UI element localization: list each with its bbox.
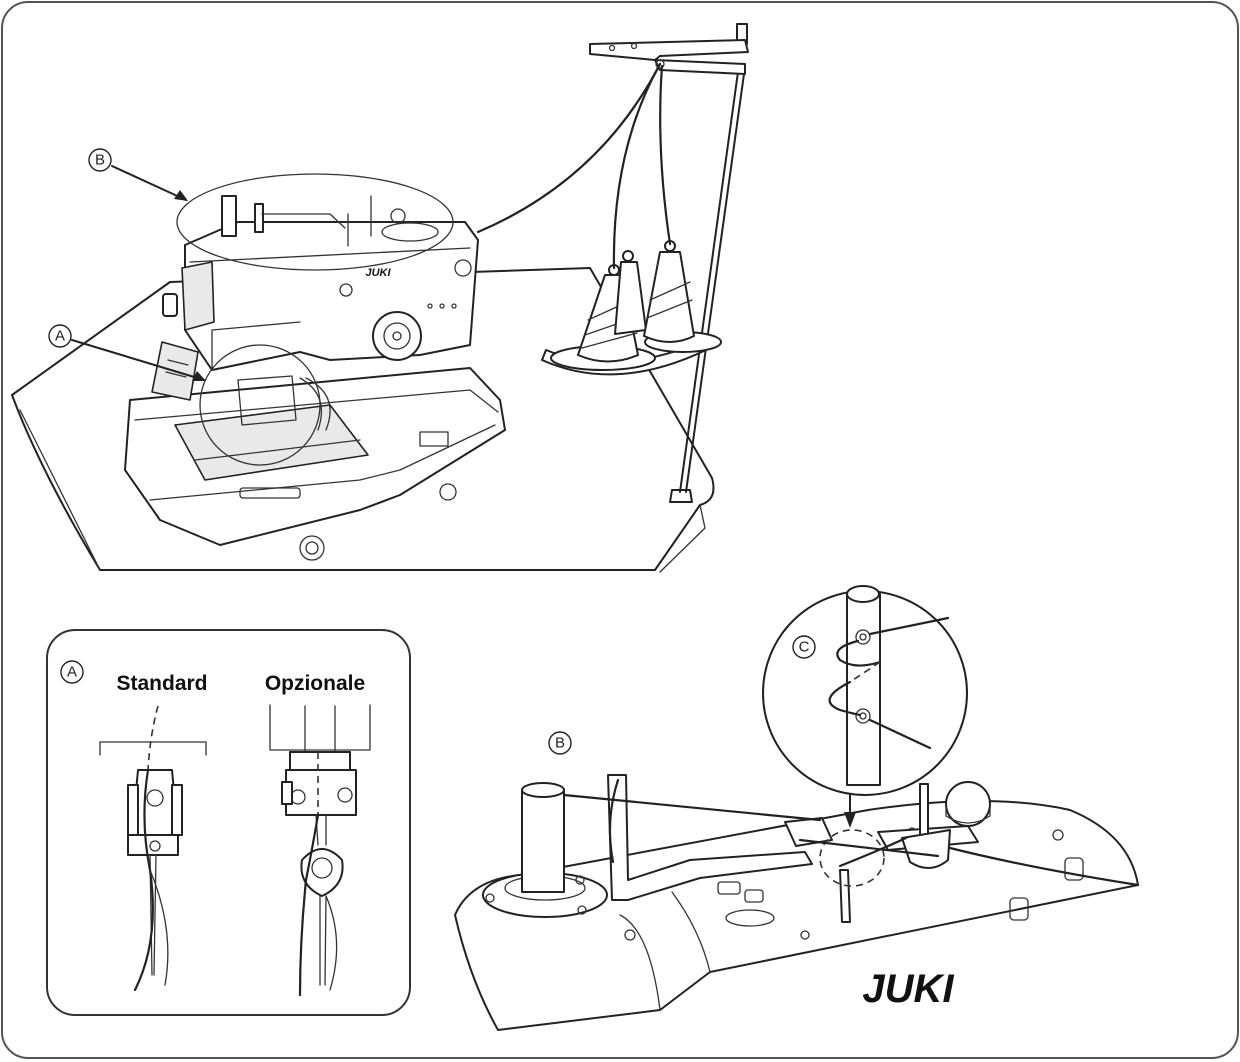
- inset-a-panel: A Standard Opzionale: [46, 629, 411, 1016]
- detail-c-focus-circle: [819, 829, 885, 887]
- label-optional: Opzionale: [265, 672, 365, 695]
- machine-head: [184, 221, 479, 371]
- callout-b-top: [88, 148, 112, 172]
- standard-eye-guard: [99, 705, 207, 992]
- detail-b-ellipse: [176, 173, 454, 271]
- spool-pin: [521, 789, 565, 893]
- callout-a-top: [48, 324, 72, 348]
- machine-logo: JUKI: [365, 267, 391, 279]
- inset-a-frame: [46, 629, 411, 1016]
- callout-b-detail: [548, 731, 572, 755]
- optional-eye-guard: [269, 704, 371, 997]
- svg-text:B: B: [95, 152, 105, 169]
- callout-c: [792, 635, 816, 659]
- detail-c-magnifier: C: [762, 585, 968, 796]
- svg-text:C: C: [799, 639, 810, 656]
- needle-area-circle: [199, 344, 321, 466]
- face-plate: [181, 261, 215, 331]
- detail-b-panel: B: [454, 731, 1140, 1031]
- thread-cone-right: [643, 251, 695, 343]
- handwheel: [372, 311, 422, 361]
- thread-stand: [476, 23, 749, 503]
- svg-text:A: A: [55, 328, 65, 345]
- svg-text:A: A: [67, 664, 77, 681]
- thread-guide-bracket: [607, 774, 813, 901]
- detail-logo: JUKI: [862, 967, 954, 1011]
- svg-text:B: B: [555, 735, 565, 752]
- label-standard: Standard: [116, 672, 207, 695]
- machine-overview: JUKI: [11, 23, 749, 573]
- callout-a-inset: [60, 660, 84, 684]
